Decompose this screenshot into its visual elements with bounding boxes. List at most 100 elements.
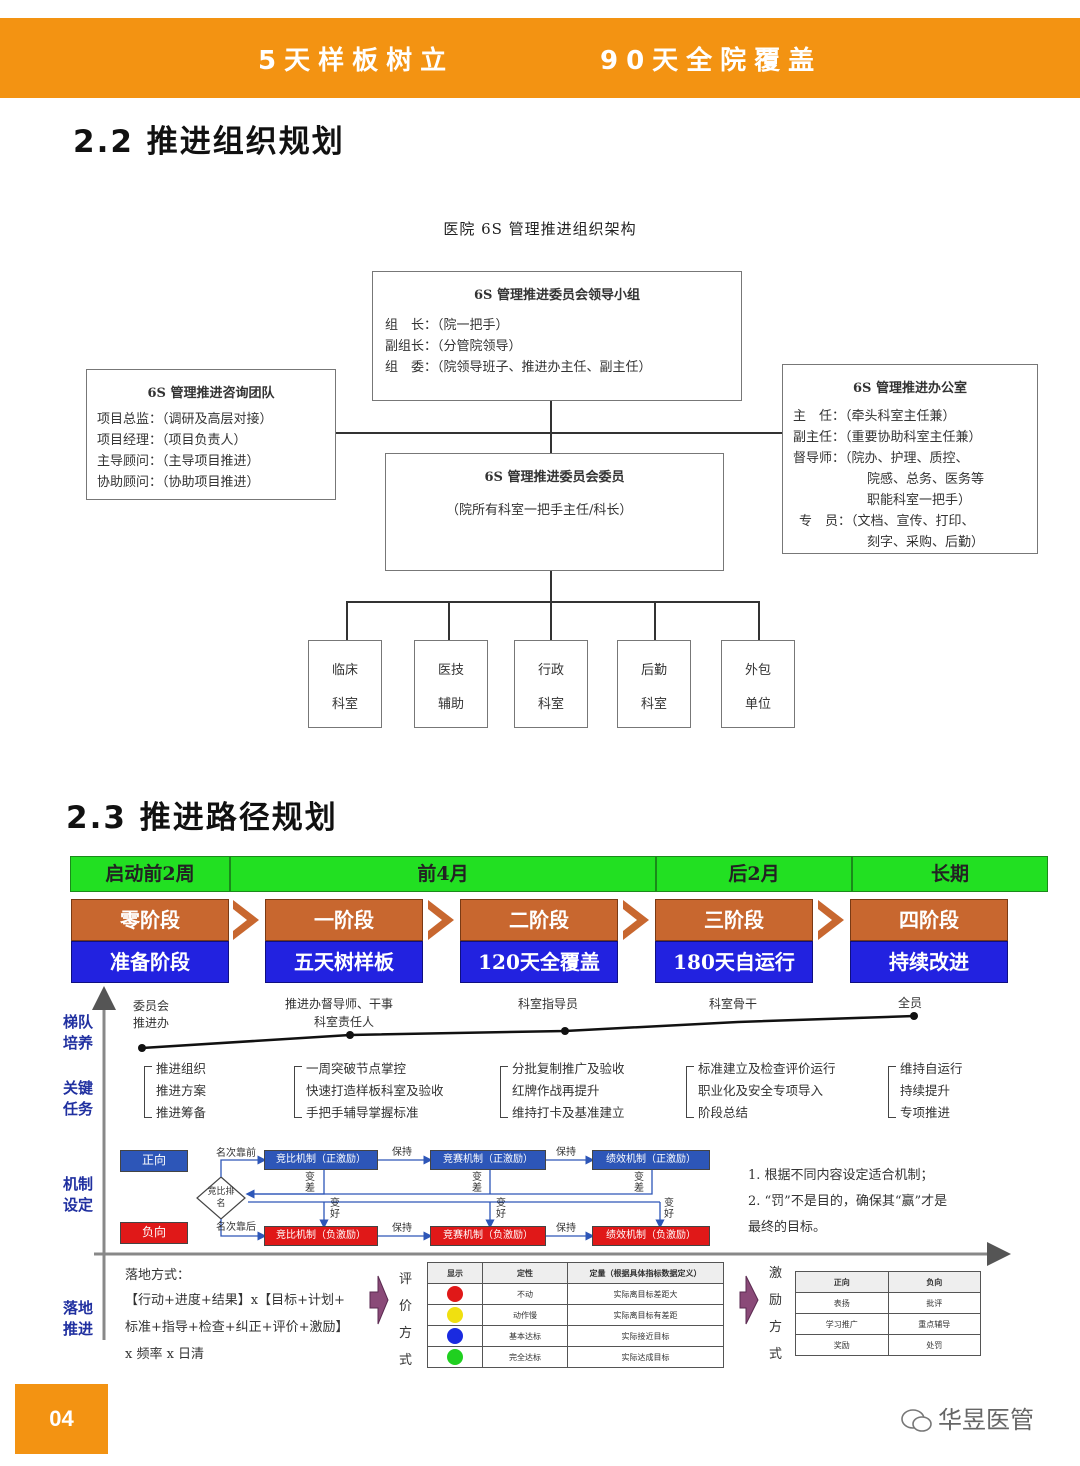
connector — [336, 432, 784, 434]
leader-group-title: 6S 管理推进委员会领导小组 — [474, 288, 640, 303]
incentive-method-label: 激励方式 — [769, 1266, 783, 1362]
team-label: 科室指导员 — [518, 997, 579, 1011]
chevron-right-icon — [818, 900, 844, 940]
team-label: 科室骨干 — [709, 997, 758, 1011]
watermark-text: 华昱医管 — [938, 1406, 1034, 1434]
incentive-cell: 学习推广 — [795, 1313, 889, 1335]
unit-label: 单位 — [744, 697, 771, 712]
keep-label: 保持 — [392, 1147, 412, 1158]
task-bracket — [144, 1066, 152, 1118]
red-dot-icon — [447, 1286, 463, 1302]
unit-label: 行政 — [537, 663, 564, 678]
connector — [346, 601, 759, 603]
stage-desc: 准备阶段 — [71, 941, 229, 983]
mechanism-box: 绩效机制（正激励） — [592, 1150, 710, 1170]
worse-label: 变差 — [305, 1172, 315, 1194]
banner-left-text: 5天样板树立 — [258, 46, 455, 76]
row-label-task: 关键任务 — [62, 1079, 93, 1118]
task-item: 推进筹备 — [156, 1105, 207, 1120]
mechanism-box: 竞比机制（正激励） — [264, 1150, 378, 1170]
keep-label: 保持 — [556, 1147, 576, 1158]
incentive-cell: 奖励 — [795, 1334, 889, 1356]
chevron-right-icon — [623, 900, 649, 940]
eval-cell: 实际达成目标 — [567, 1346, 724, 1368]
eval-cell: 基本达标 — [482, 1325, 568, 1347]
path-diagram-svg — [92, 986, 1011, 1340]
chevron-right-icon — [428, 900, 454, 940]
team-label: 科室责任人 — [314, 1015, 375, 1029]
eval-cell: 动作慢 — [482, 1304, 568, 1326]
team-label: 推进办督导师、干事 — [285, 997, 394, 1011]
unit-label: 外包 — [744, 663, 771, 678]
better-label: 变好 — [496, 1198, 506, 1220]
section-title-org: 2.2 推进组织规划 — [73, 124, 345, 160]
promotion-office-box: 6S 管理推进办公室 主 任：（牵头科室主任兼） 副主任：（重要协助科室主任兼）… — [782, 364, 1038, 554]
task-item: 推进组织 — [156, 1061, 207, 1076]
blue-dot-icon — [447, 1328, 463, 1344]
connector — [654, 601, 656, 641]
unit-box: 外包 单位 — [721, 640, 795, 728]
task-item: 分批复制推广及验收 — [512, 1061, 625, 1076]
stage-desc: 180天自运行 — [655, 941, 813, 983]
negative-label: 负向 — [120, 1222, 188, 1244]
stage-block: 零阶段 准备阶段 — [71, 899, 229, 983]
stage-desc: 五天树样板 — [265, 941, 423, 983]
eval-cell: 不动 — [482, 1283, 568, 1305]
eval-header: 定量（根据具体指标数据定义） — [567, 1262, 724, 1284]
task-bracket — [294, 1066, 302, 1118]
office-line: 刻字、采购、后勤） — [867, 535, 985, 550]
leader-line: 组 委：（院领导班子、推进办主任、副主任） — [385, 360, 652, 375]
worse-label: 变差 — [472, 1172, 482, 1194]
stage-name: 四阶段 — [850, 899, 1008, 941]
stage-desc: 120天全覆盖 — [460, 941, 618, 983]
period-header: 后2月 — [656, 856, 852, 892]
landing-line: 标准+指导+检查+纠正+评价+激励】 — [125, 1320, 349, 1335]
mech-note: 1. 根据不同内容设定适合机制； — [748, 1168, 934, 1183]
eval-cell: 实际接近目标 — [567, 1325, 724, 1347]
mechanism-box: 绩效机制（负激励） — [592, 1226, 710, 1246]
task-item: 持续提升 — [900, 1083, 951, 1098]
eval-header: 显示 — [427, 1262, 483, 1284]
eval-cell: 完全达标 — [482, 1346, 568, 1368]
landing-line: 【行动+进度+结果】x【目标+计划+ — [125, 1293, 345, 1308]
row-label-team: 梯队培养 — [62, 1013, 93, 1052]
committee-title: 6S 管理推进委员会委员 — [484, 470, 625, 485]
task-item: 专项推进 — [900, 1105, 951, 1120]
connector — [448, 601, 450, 641]
keep-label: 保持 — [392, 1223, 412, 1234]
row-label-land: 落地推进 — [62, 1299, 93, 1338]
unit-label: 科室 — [640, 697, 667, 712]
mech-note: 2. “罚”不是目的，确保其“赢”才是 — [748, 1194, 948, 1209]
committee-members-box: 6S 管理推进委员会委员 （院所有科室一把手主任/科长） — [385, 453, 724, 571]
connector — [550, 601, 552, 641]
stage-block: 三阶段 180天自运行 — [655, 899, 813, 983]
leader-line: 副组长：（分管院领导） — [385, 339, 522, 354]
eval-cell: 实际离目标差距大 — [567, 1283, 724, 1305]
eval-table: 显示 定性 定量（根据具体指标数据定义） 不动 实际离目标差距大 动作慢 实际离… — [427, 1262, 724, 1368]
connector — [346, 601, 348, 641]
consult-line: 项目总监：（调研及高层对接） — [97, 412, 273, 427]
team-label: 推进办 — [133, 1016, 170, 1030]
unit-box: 医技 辅助 — [414, 640, 488, 728]
period-header: 长期 — [852, 856, 1048, 892]
unit-label: 后勤 — [640, 663, 667, 678]
stage-name: 二阶段 — [460, 899, 618, 941]
keep-label: 保持 — [556, 1223, 576, 1234]
connector — [550, 570, 552, 602]
incentive-header: 正向 — [795, 1271, 889, 1293]
consult-team-title: 6S 管理推进咨询团队 — [147, 386, 275, 401]
unit-label: 科室 — [331, 697, 358, 712]
task-bracket — [888, 1066, 896, 1118]
task-bracket — [686, 1066, 694, 1118]
incentive-cell: 批评 — [887, 1292, 981, 1314]
incentive-cell: 重点辅导 — [887, 1313, 981, 1335]
consult-line: 项目经理：（项目负责人） — [97, 433, 247, 448]
office-line: 督导师：（院办、护理、质控、 — [793, 451, 969, 466]
unit-box: 行政 科室 — [514, 640, 588, 728]
mechanism-box: 竞赛机制（正激励） — [430, 1150, 546, 1170]
mechanism-box: 竞赛机制（负激励） — [430, 1226, 546, 1246]
leader-line: 组 长：（院一把手） — [385, 318, 509, 333]
stage-name: 零阶段 — [71, 899, 229, 941]
eval-method-label: 评价方式 — [399, 1272, 413, 1368]
stage-desc: 持续改进 — [850, 941, 1008, 983]
